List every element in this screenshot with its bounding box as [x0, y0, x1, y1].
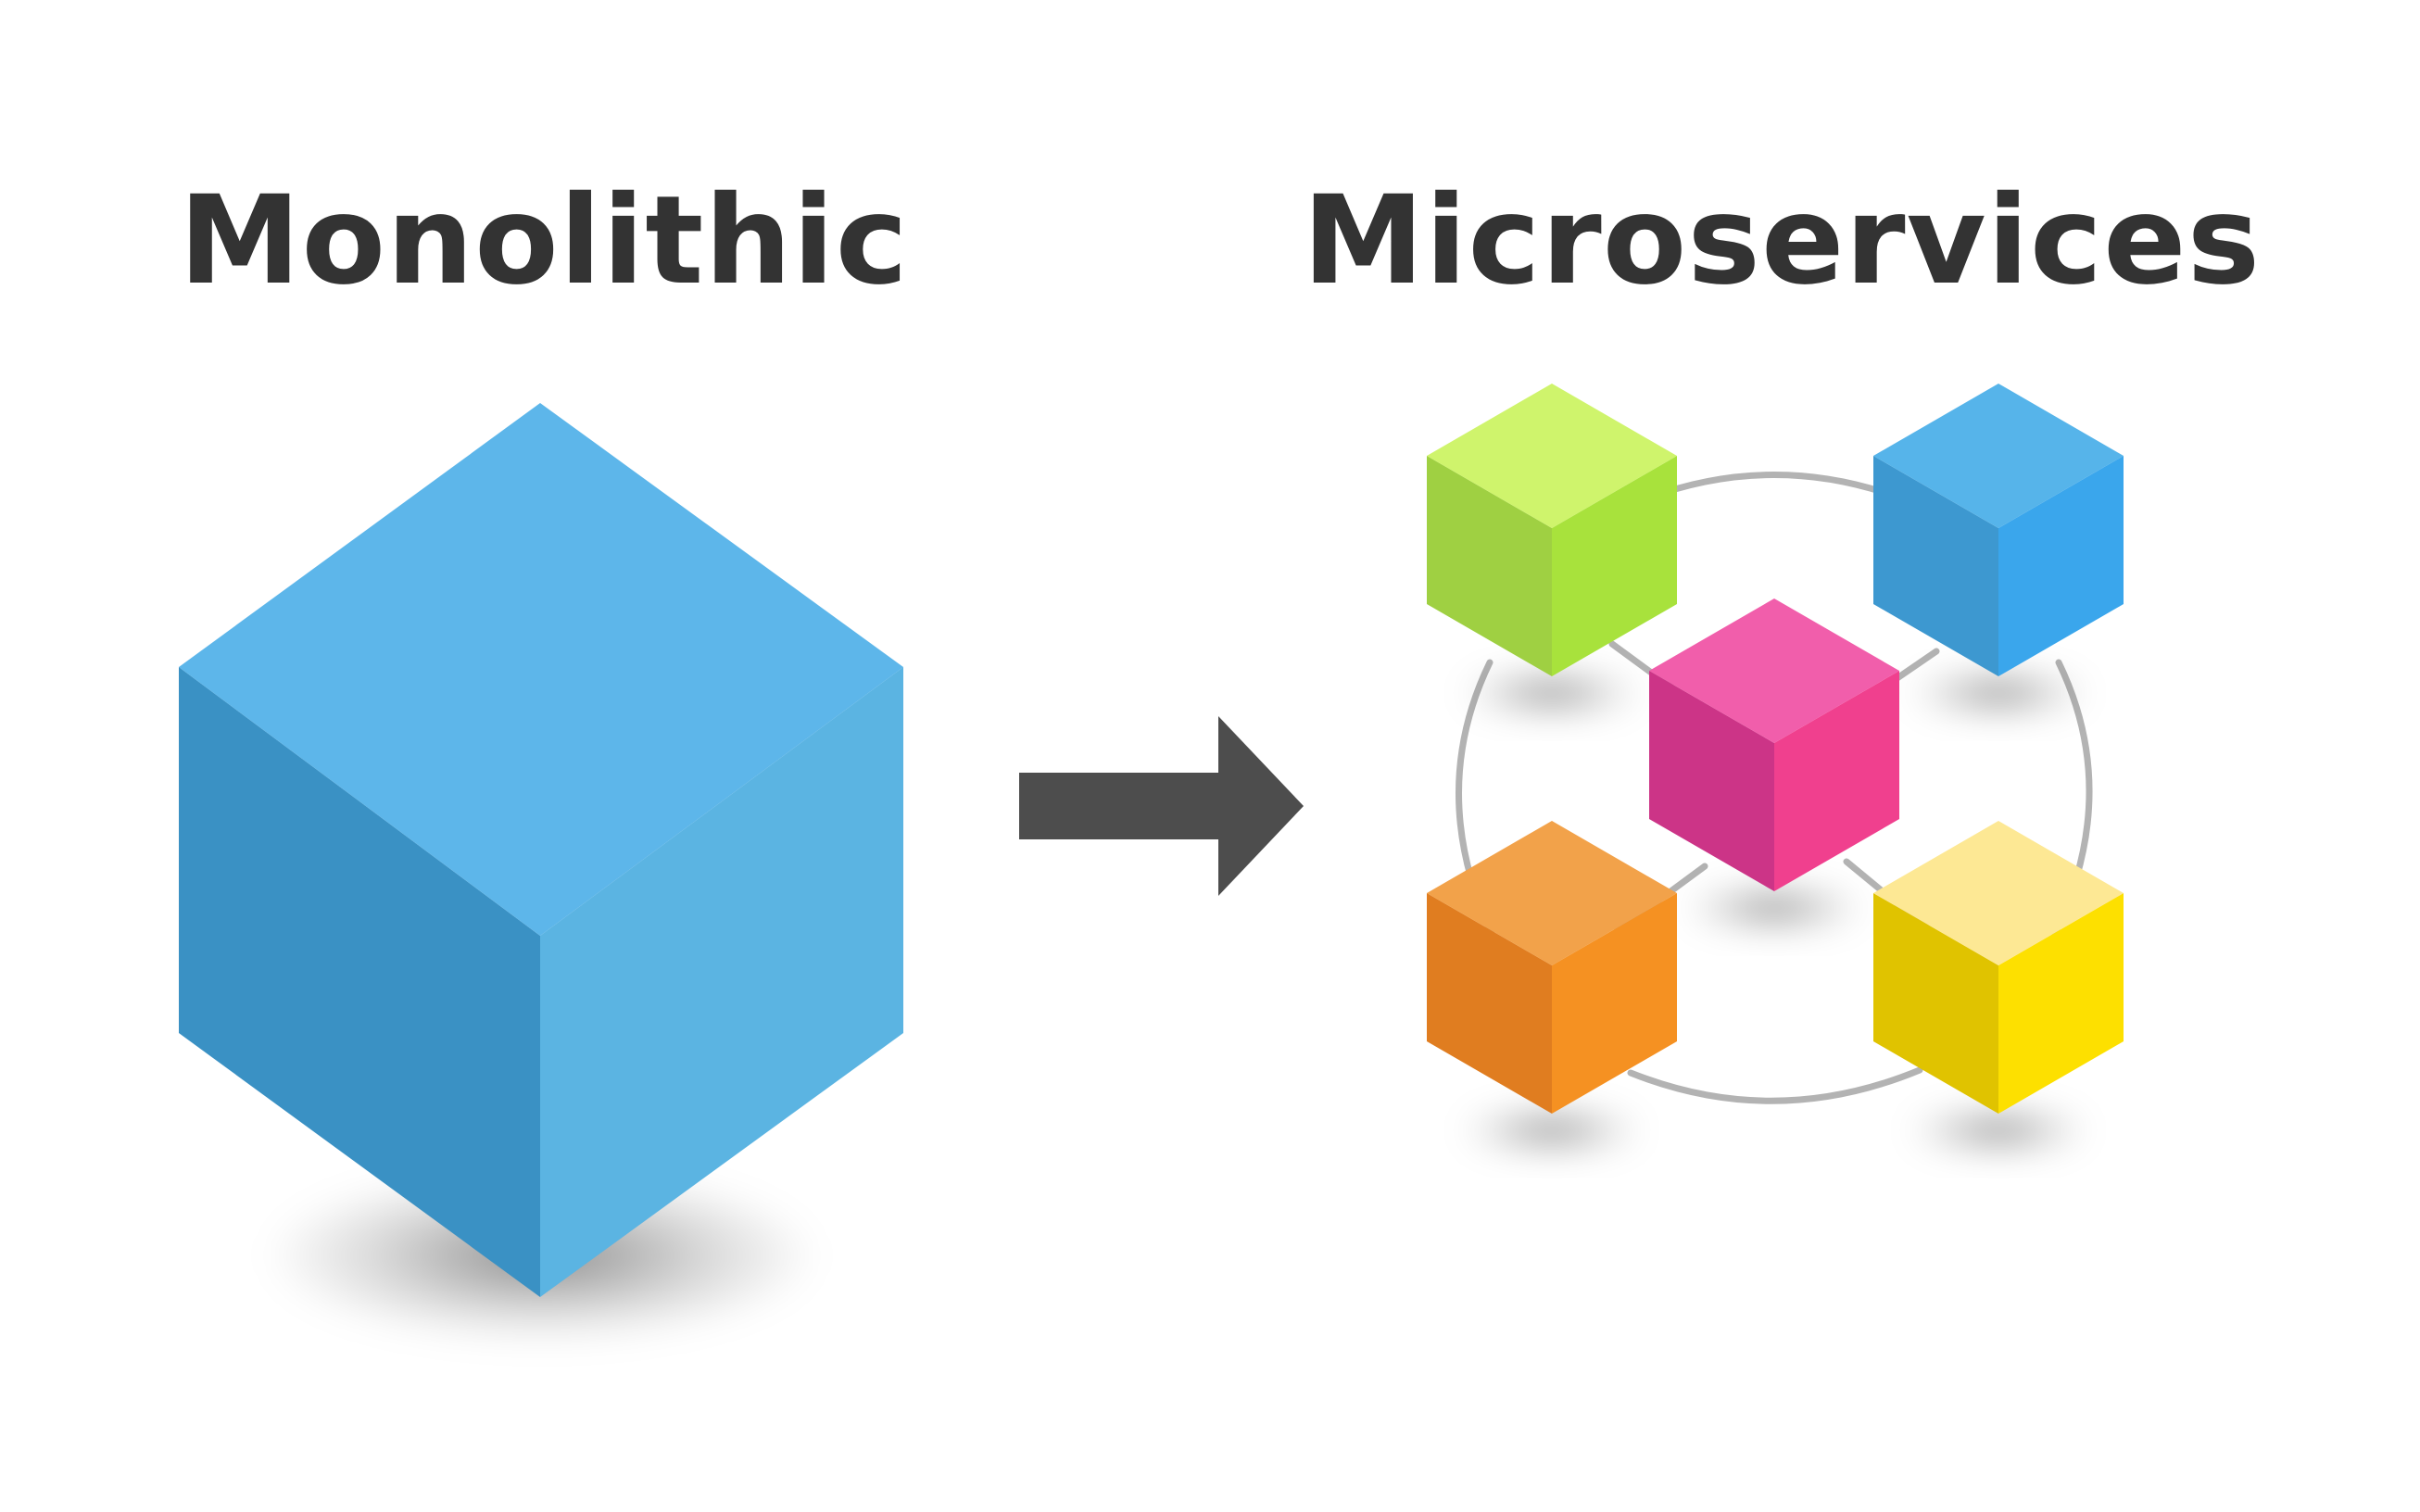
monolith: [179, 403, 903, 1343]
blue-service-shadow: [1906, 669, 2091, 717]
orange-cube-left-face: [1427, 893, 1552, 1114]
yellow-cube-top-face: [1873, 821, 2124, 965]
transition-arrow: [1019, 716, 1304, 896]
arrow-icon: [1019, 716, 1304, 896]
microservices-title: Microservices: [1302, 170, 2262, 312]
green-service-shadow: [1459, 669, 1645, 717]
monolith-right-face: [540, 667, 903, 1297]
orange-cube-right-face: [1552, 893, 1677, 1114]
yellow-cube-left-face: [1873, 893, 1998, 1114]
monolith-top-face: [179, 403, 903, 936]
blue-cube-left-face: [1873, 456, 1998, 676]
pink-service-shadow: [1682, 884, 1867, 932]
orange-service-cube: [1427, 821, 1677, 1114]
blue-cube-top-face: [1873, 384, 2124, 528]
green-cube-right-face: [1552, 456, 1677, 676]
service-cubes: [1427, 384, 2124, 1114]
green-cube-top-face: [1427, 384, 1677, 528]
green-cube-left-face: [1427, 456, 1552, 676]
pink-cube-left-face: [1649, 671, 1774, 891]
orange-cube-top-face: [1427, 821, 1677, 965]
pink-cube-top-face: [1649, 598, 1899, 743]
yellow-service-shadow: [1906, 1106, 2091, 1154]
yellow-cube-right-face: [1998, 893, 2124, 1114]
orange-service-shadow: [1459, 1106, 1645, 1154]
monolith-cube: [179, 403, 903, 1297]
pink-cube-right-face: [1774, 671, 1899, 891]
connector-bottom-arc: [1627, 1066, 1923, 1104]
yellow-service-cube: [1873, 821, 2124, 1114]
pink-service-cube: [1649, 598, 1899, 891]
service-shadows: [1459, 669, 2091, 1154]
monolithic-title: Monolithic: [179, 170, 909, 312]
blue-service-cube: [1873, 384, 2124, 676]
blue-cube-right-face: [1998, 456, 2124, 676]
monolith-left-face: [179, 667, 540, 1297]
green-service-cube: [1427, 384, 1677, 676]
